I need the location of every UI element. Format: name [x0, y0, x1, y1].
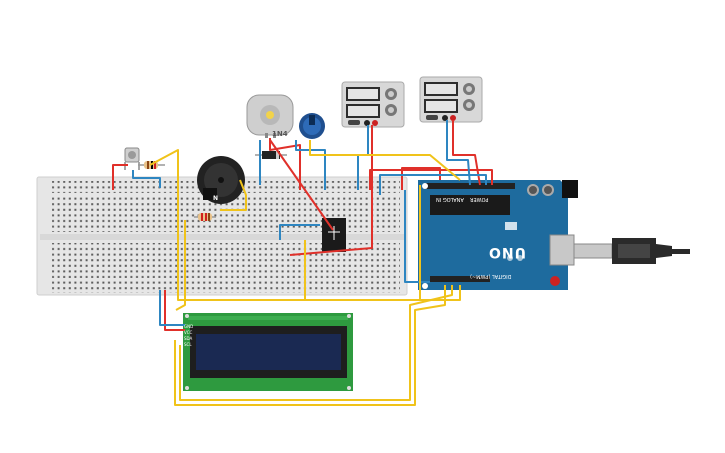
wire-yellow[interactable]	[149, 149, 421, 301]
wire-blue[interactable]	[379, 174, 487, 195]
lcd-pin-sda: SDA	[184, 336, 193, 341]
wire-blue[interactable]	[159, 290, 185, 326]
breadboard-bottom-terminals	[52, 243, 400, 278]
relay[interactable]	[322, 218, 346, 252]
wire-yellow[interactable]	[309, 140, 461, 181]
dc-motor[interactable]	[246, 94, 294, 138]
wire-yellow[interactable]	[220, 179, 247, 211]
wire-red[interactable]	[164, 290, 185, 331]
wires[interactable]	[112, 120, 493, 406]
lcd-module[interactable]	[183, 313, 353, 391]
lcd-pin-gnd: GND	[184, 324, 194, 329]
breadboard-bottom-rail	[52, 281, 400, 293]
lcd-pin-vcc: VCC	[184, 330, 193, 335]
wire-red[interactable]	[289, 125, 373, 256]
lcd-screen	[196, 334, 341, 370]
arduino-usb-port[interactable]	[549, 234, 575, 266]
power-supply-1[interactable]	[341, 81, 405, 128]
arduino-uno[interactable]	[418, 180, 578, 290]
wire-yellow[interactable]	[304, 240, 461, 301]
wire-red[interactable]	[112, 164, 128, 190]
wire-red[interactable]	[269, 139, 334, 231]
piezo-buzzer[interactable]	[197, 156, 245, 204]
power-supply-2[interactable]	[419, 76, 483, 123]
arduino-header-bottom	[430, 276, 490, 282]
wire-blue[interactable]	[404, 190, 430, 283]
wire-red[interactable]	[269, 138, 301, 190]
wire-yellow[interactable]	[179, 285, 453, 401]
arduino-header-top	[425, 183, 515, 189]
wire-blue[interactable]	[279, 224, 320, 240]
lcd-pin-scl: SCL	[184, 342, 192, 347]
breadboard-center-channel	[40, 234, 406, 240]
wire-blue[interactable]	[446, 120, 471, 186]
usb-cable[interactable]	[573, 238, 690, 264]
wire-red[interactable]	[369, 169, 493, 190]
potentiometer[interactable]	[299, 113, 325, 139]
arduino-reset-button[interactable]	[550, 276, 560, 286]
wire-yellow[interactable]	[175, 220, 186, 311]
wire-yellow[interactable]	[174, 285, 446, 406]
pushbutton[interactable]	[124, 147, 140, 170]
resistor-buzzer[interactable]	[194, 213, 216, 221]
arduino-chip	[430, 195, 510, 215]
arduino-power-jack[interactable]	[562, 180, 578, 198]
wire-blue[interactable]	[132, 170, 161, 188]
